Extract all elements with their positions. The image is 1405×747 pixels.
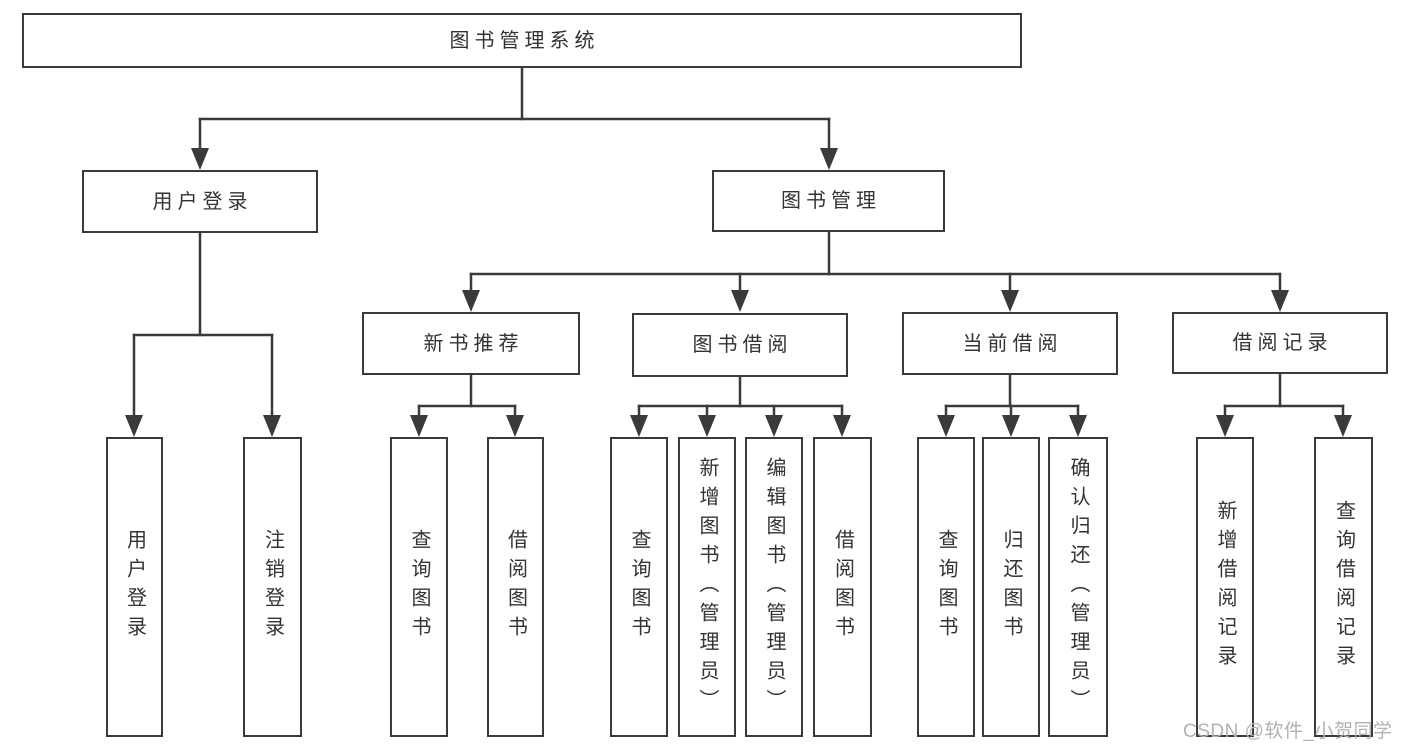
node-borrowing-records: 借阅记录 <box>1172 312 1388 374</box>
leaf-label: 查询图书 <box>628 529 650 645</box>
leaf-logout: 注销登录 <box>243 437 302 737</box>
leaf-label: 编辑图书（管理员） <box>763 456 785 718</box>
leaf-label: 归还图书 <box>1000 529 1022 645</box>
leaf-label: 查询图书 <box>935 529 957 645</box>
leaf-add-borrow-record: 新增借阅记录 <box>1196 437 1254 737</box>
leaf-query-books-borrow: 查询图书 <box>610 437 668 737</box>
leaf-user-login: 用户登录 <box>106 437 163 737</box>
leaf-borrow-books: 借阅图书 <box>813 437 872 737</box>
node-book-management: 图书管理 <box>712 170 945 232</box>
node-current-borrowing: 当前借阅 <box>902 312 1118 375</box>
node-library-system: 图书管理系统 <box>22 13 1022 68</box>
leaf-label: 确认归还（管理员） <box>1067 456 1089 718</box>
node-label: 借阅记录 <box>1232 332 1333 354</box>
node-label: 图书管理 <box>781 190 881 212</box>
leaf-query-books-current: 查询图书 <box>917 437 975 737</box>
leaf-query-borrow-record: 查询借阅记录 <box>1314 437 1373 737</box>
leaf-add-book-admin: 新增图书（管理员） <box>678 437 736 737</box>
node-label: 图书借阅 <box>692 334 793 356</box>
leaf-return-books: 归还图书 <box>982 437 1040 737</box>
arrowheads <box>125 148 1352 437</box>
leaf-label: 查询图书 <box>408 529 430 645</box>
node-label: 当前借阅 <box>962 332 1063 355</box>
leaf-borrow-books-recommend: 借阅图书 <box>487 437 544 737</box>
csdn-watermark: CSDN @软件_小贺同学 <box>1183 721 1393 742</box>
leaf-label: 新增图书（管理员） <box>696 456 718 718</box>
leaf-label: 用户登录 <box>123 529 146 645</box>
node-user-login: 用户登录 <box>82 170 318 233</box>
leaf-confirm-return-admin: 确认归还（管理员） <box>1048 437 1108 737</box>
leaf-label: 注销登录 <box>261 529 284 645</box>
leaf-label: 新增借阅记录 <box>1214 500 1236 674</box>
leaf-edit-book-admin: 编辑图书（管理员） <box>745 437 803 737</box>
leaf-label: 借阅图书 <box>831 529 854 645</box>
node-label: 用户登录 <box>152 190 253 213</box>
leaf-label: 查询借阅记录 <box>1332 500 1355 674</box>
node-book-borrowing: 图书借阅 <box>632 313 848 377</box>
leaf-label: 借阅图书 <box>504 529 527 645</box>
node-new-book-recommendation: 新书推荐 <box>362 312 580 375</box>
node-label: 图书管理系统 <box>449 29 600 52</box>
leaf-query-books-recommend: 查询图书 <box>390 437 448 737</box>
node-label: 新书推荐 <box>423 332 524 355</box>
